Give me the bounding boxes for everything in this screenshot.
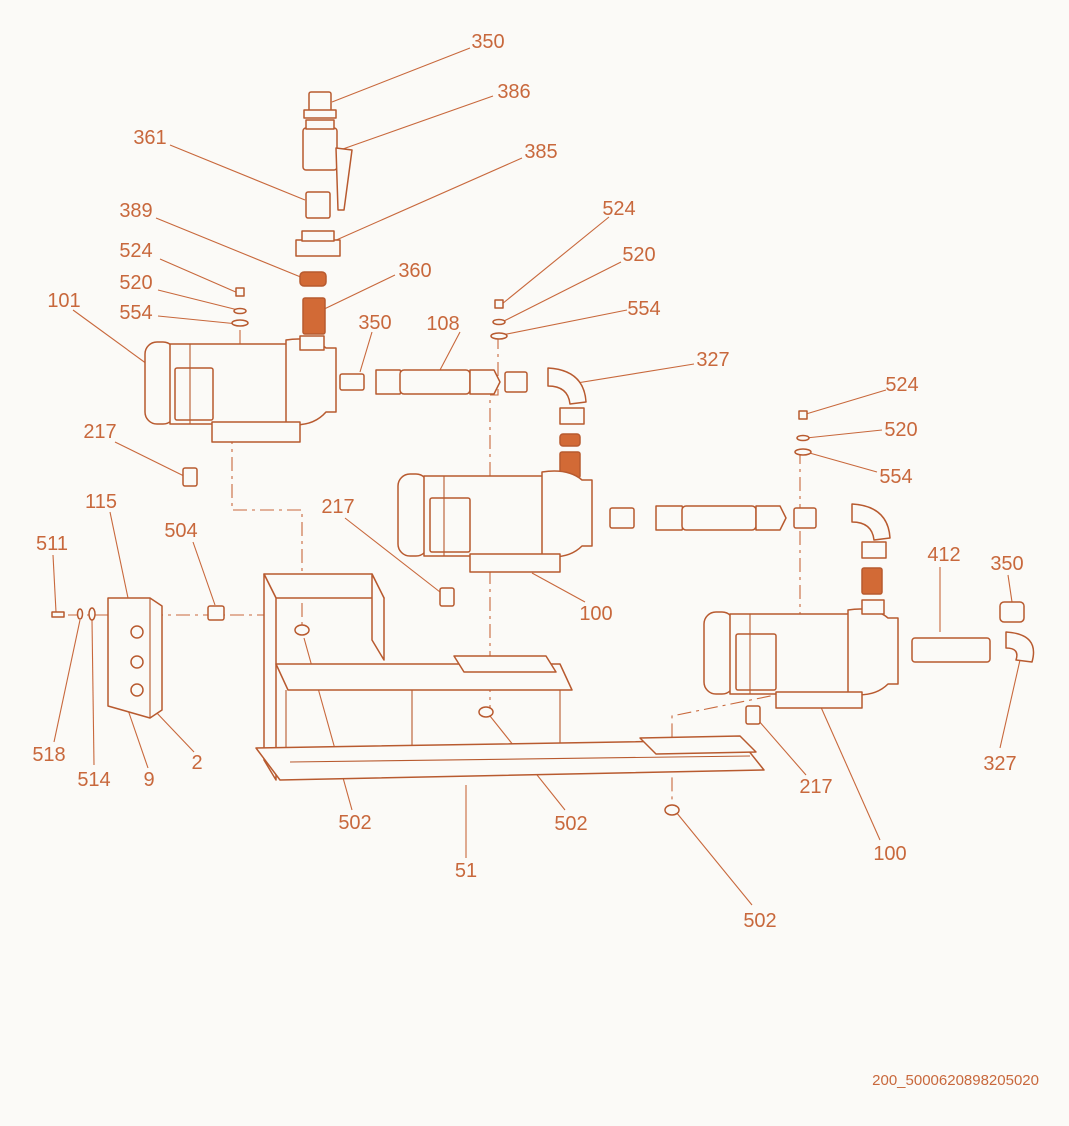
label-554: 554 <box>119 302 153 324</box>
label-217: 217 <box>321 496 355 518</box>
label-100: 100 <box>873 843 907 865</box>
frame <box>255 573 765 816</box>
control-box <box>51 597 225 719</box>
label-389: 389 <box>119 200 153 222</box>
label-511: 511 <box>36 533 68 555</box>
label-520: 520 <box>622 244 656 266</box>
label-385: 385 <box>524 141 558 163</box>
label-9: 9 <box>143 769 155 791</box>
label-361: 361 <box>133 127 167 149</box>
pump-100-right <box>703 599 1035 709</box>
label-518: 518 <box>32 744 66 766</box>
label-350: 350 <box>471 31 505 53</box>
label-524: 524 <box>602 198 636 220</box>
label-502: 502 <box>554 813 588 835</box>
label-350: 350 <box>990 553 1024 575</box>
label-360: 360 <box>398 260 432 282</box>
label-524: 524 <box>885 374 919 396</box>
middle-pipe-run <box>609 503 891 595</box>
label-51: 51 <box>454 860 478 882</box>
label-520: 520 <box>884 419 918 441</box>
label-554: 554 <box>879 466 913 488</box>
label-100: 100 <box>579 603 613 625</box>
upper-pipe-run <box>339 367 587 479</box>
label-514: 514 <box>77 769 111 791</box>
label-412: 412 <box>927 544 961 566</box>
label-108: 108 <box>426 313 460 335</box>
label-504: 504 <box>164 520 198 542</box>
drawing-code: 200_5000620898205020 <box>872 1072 1039 1089</box>
label-115: 115 <box>85 491 117 513</box>
valve-stack <box>295 91 353 335</box>
label-217: 217 <box>83 421 117 443</box>
label-327: 327 <box>696 349 730 371</box>
label-101: 101 <box>47 290 81 312</box>
label-554: 554 <box>627 298 661 320</box>
label-502: 502 <box>338 812 372 834</box>
label-386: 386 <box>497 81 531 103</box>
fasteners <box>182 287 812 725</box>
label-2: 2 <box>191 752 203 774</box>
label-327: 327 <box>983 753 1017 775</box>
label-520: 520 <box>119 272 153 294</box>
pump-100-middle <box>397 470 593 573</box>
label-350: 350 <box>358 312 392 334</box>
label-502: 502 <box>743 910 777 932</box>
leader-lines <box>52 47 1021 906</box>
pump-101 <box>144 335 337 443</box>
label-217: 217 <box>799 776 833 798</box>
label-524: 524 <box>119 240 153 262</box>
